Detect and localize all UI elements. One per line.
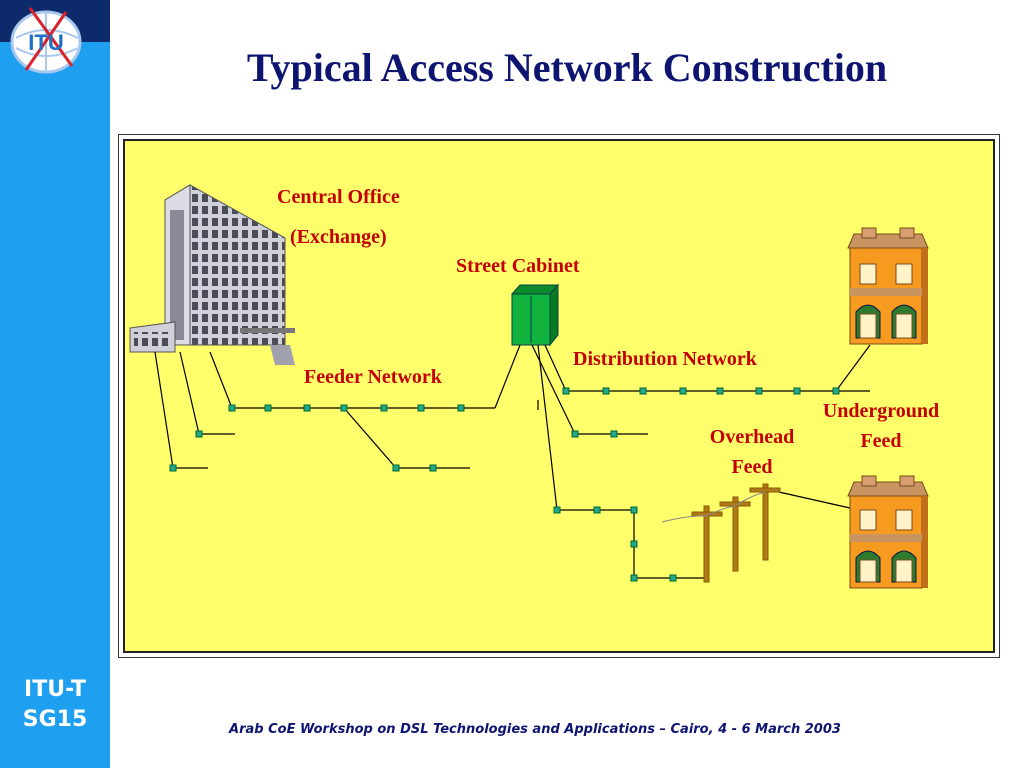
telephone-poles (661, 483, 781, 583)
node (264, 404, 272, 412)
node (228, 404, 236, 412)
underground-label-line2: Feed (860, 430, 902, 452)
node (571, 430, 579, 438)
central-office-building (129, 184, 295, 365)
node (553, 506, 561, 514)
house-underground (847, 227, 929, 345)
house-overhead (847, 475, 929, 589)
node (716, 387, 724, 395)
exchange-label: (Exchange) (290, 226, 387, 248)
node (610, 430, 618, 438)
street-cabinet (510, 283, 560, 347)
node (793, 387, 801, 395)
node (639, 387, 647, 395)
central-office-label: Central Office (277, 186, 400, 208)
org-label-line2: SG15 (22, 707, 88, 732)
node (630, 540, 638, 548)
underground-label-line1: Underground (822, 400, 940, 422)
overhead-label-line2: Feed (731, 456, 773, 478)
node (340, 404, 348, 412)
node (669, 574, 677, 582)
node (380, 404, 388, 412)
feeder-network-label: Feeder Network (304, 366, 442, 388)
node (392, 464, 400, 472)
node (602, 387, 610, 395)
node (832, 387, 840, 395)
itu-logo: ITU (10, 7, 82, 74)
node (195, 430, 203, 438)
logo-text: ITU (28, 30, 63, 55)
distribution-network-label: Distribution Network (573, 348, 757, 370)
node (429, 464, 437, 472)
node (457, 404, 465, 412)
slide-footer: Arab CoE Workshop on DSL Technologies an… (229, 722, 841, 737)
node (303, 404, 311, 412)
node (630, 574, 638, 582)
overhead-label-line1: Overhead (709, 426, 795, 448)
node (593, 506, 601, 514)
street-cabinet-label: Street Cabinet (456, 255, 580, 277)
slide-title: Typical Access Network Construction (246, 45, 888, 90)
node (630, 506, 638, 514)
node (679, 387, 687, 395)
cable-lines (154, 344, 871, 579)
node (417, 404, 425, 412)
org-label-line1: ITU-T (24, 677, 86, 702)
joint-nodes (169, 387, 840, 582)
node (169, 464, 177, 472)
node (562, 387, 570, 395)
sidebar: ITU ITU-T SG15 (0, 0, 110, 768)
node (755, 387, 763, 395)
